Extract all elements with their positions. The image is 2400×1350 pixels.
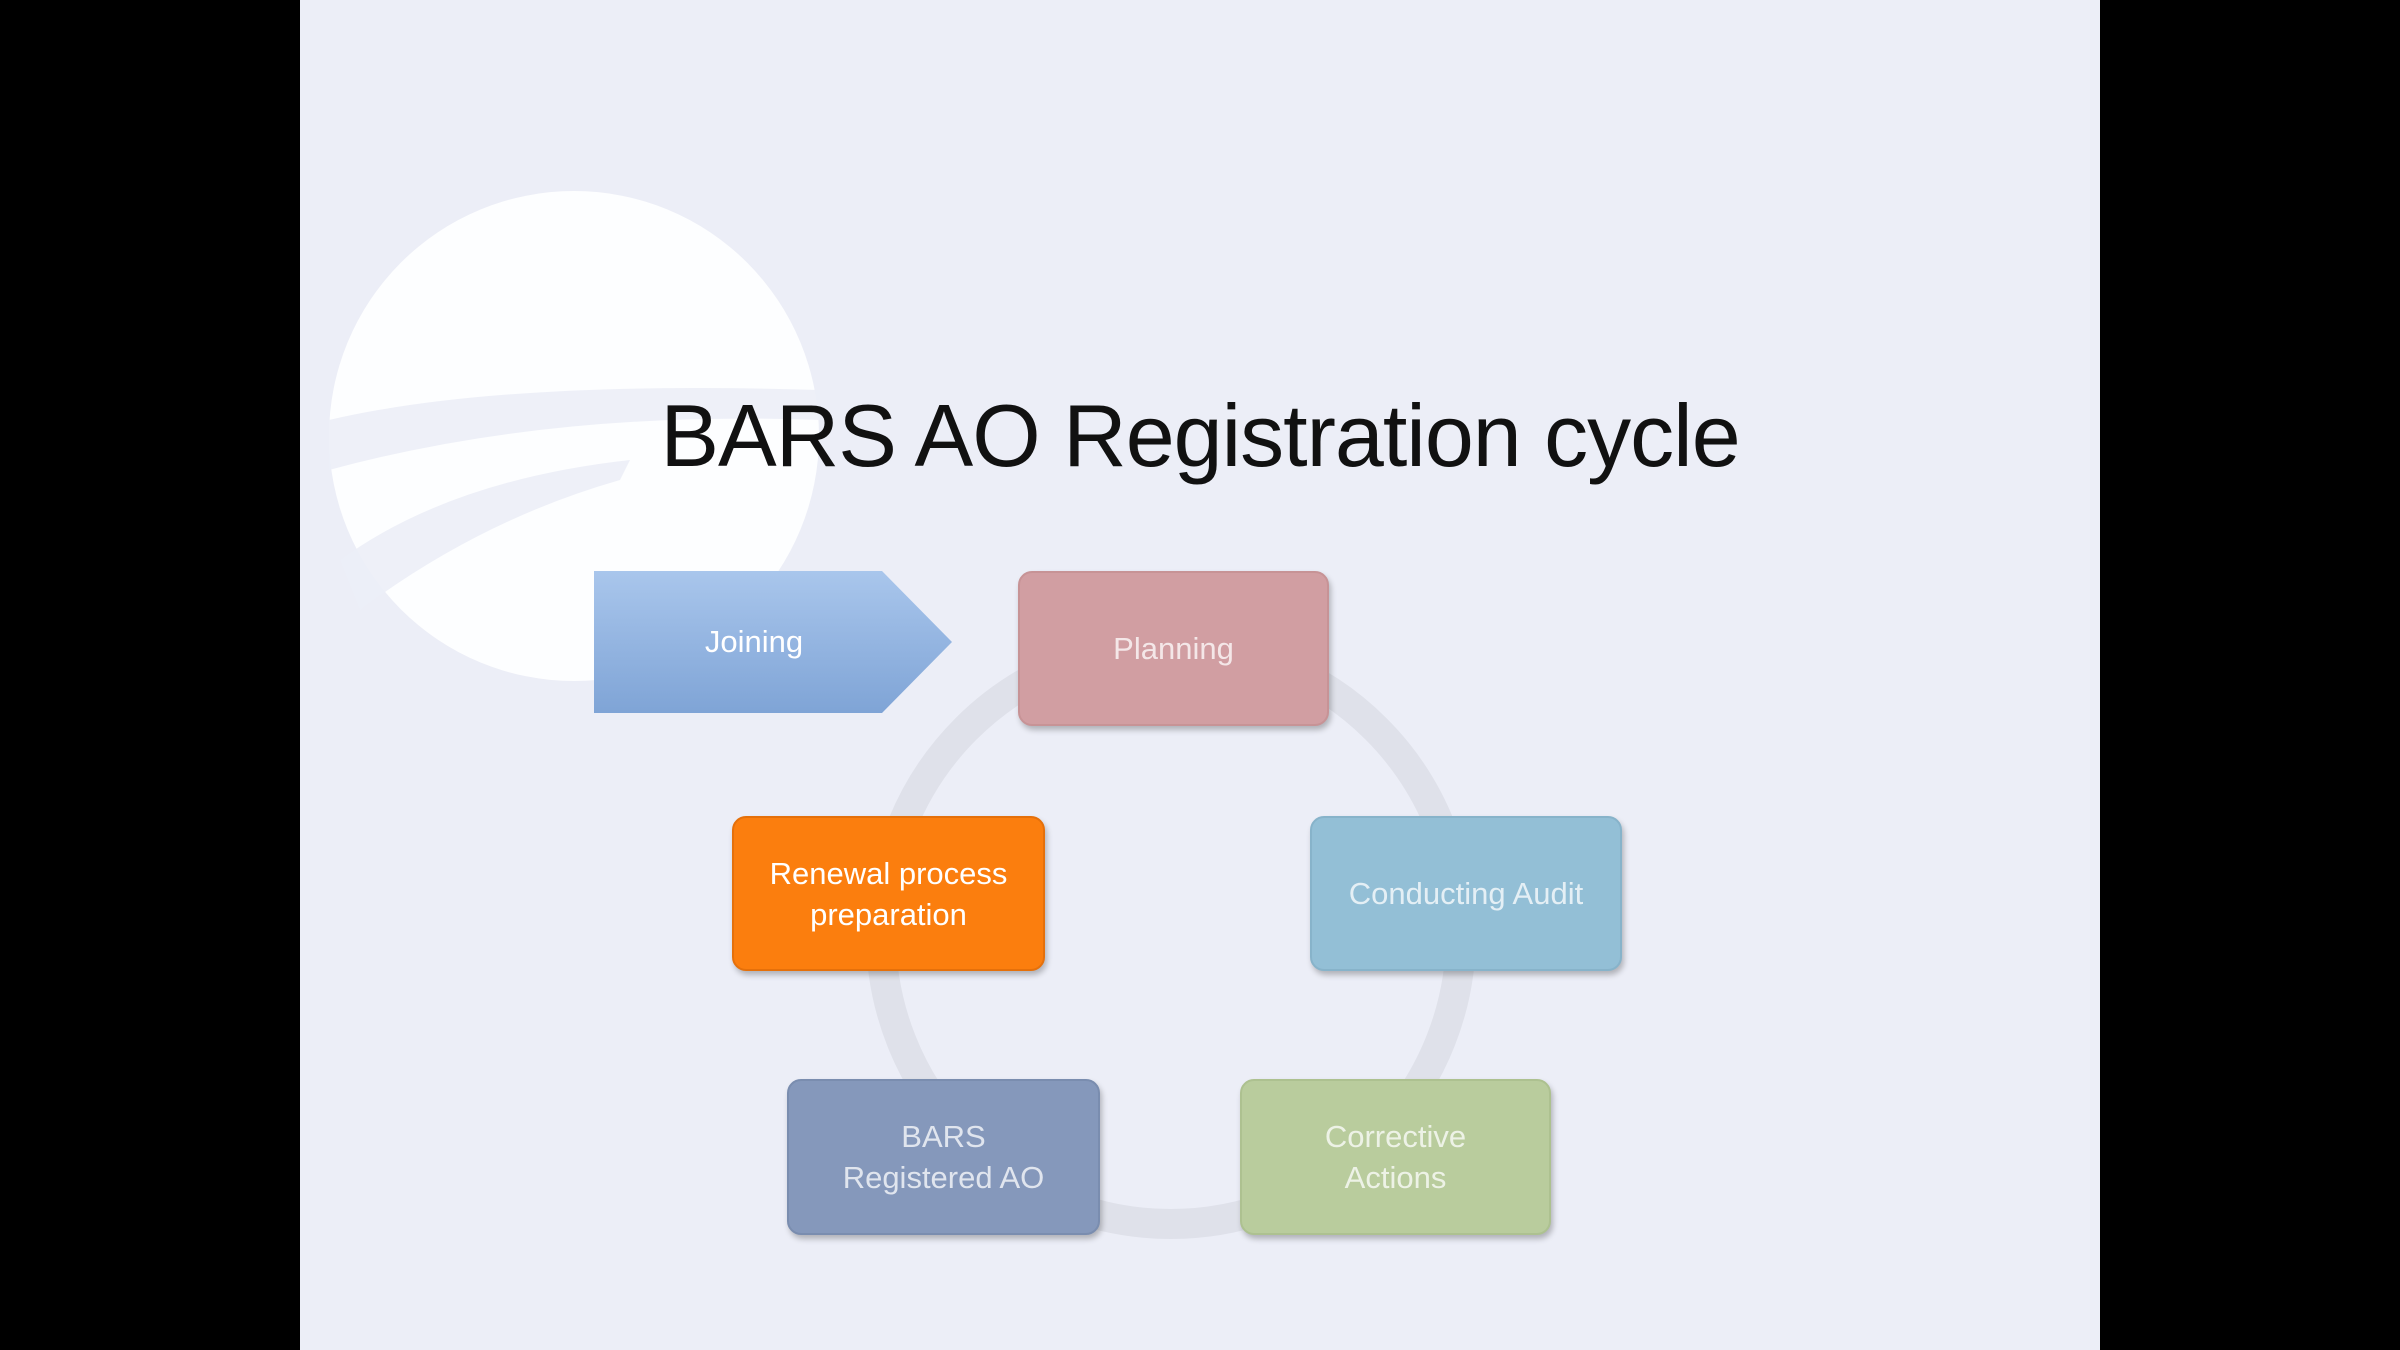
step-planning: Planning [1018, 571, 1329, 726]
step-label: Renewal process preparation [769, 855, 1008, 932]
presentation-slide: BARS AO Registration cycle Joining Plann… [300, 0, 2100, 1350]
step-conducting-audit: Conducting Audit [1310, 816, 1622, 971]
step-label: Corrective Actions [1324, 1119, 1467, 1195]
logo-watermark-icon [329, 191, 820, 681]
slide-title: BARS AO Registration cycle [660, 386, 1740, 485]
joining-arrow-shape [594, 571, 952, 713]
step-renewal-preparation: Renewal process preparation [732, 816, 1045, 971]
step-bars-registered-ao: BARS Registered AO [787, 1079, 1100, 1235]
step-label: BARS Registered AO [842, 1119, 1045, 1195]
step-corrective-actions: Corrective Actions [1240, 1079, 1551, 1235]
step-joining: Joining [704, 624, 804, 659]
